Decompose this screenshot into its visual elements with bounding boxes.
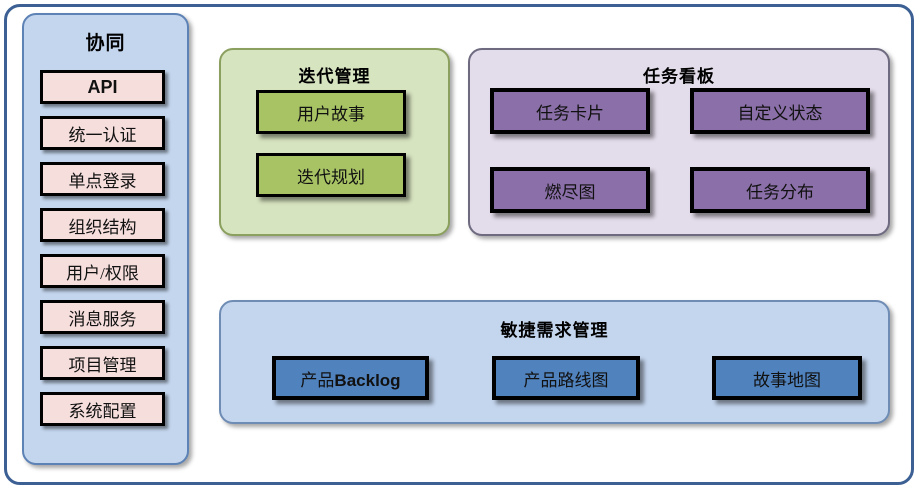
taskboard-item-burndown-chart[interactable]: 燃尽图 <box>490 167 650 213</box>
taskboard-item-task-distribution[interactable]: 任务分布 <box>690 167 870 213</box>
sidebar-item-unified-auth[interactable]: 统一认证 <box>40 116 165 150</box>
group-panel-agile-requirement[interactable]: 敏捷需求管理 产品Backlog 产品路线图 故事地图 <box>219 300 890 424</box>
group-title-agile-requirement: 敏捷需求管理 <box>500 321 609 340</box>
sidebar-item-api[interactable]: API <box>40 70 165 104</box>
sidebar-item-message-service[interactable]: 消息服务 <box>40 300 165 334</box>
group-panel-iteration[interactable]: 迭代管理 用户故事 迭代规划 <box>219 48 450 236</box>
group-title-iteration: 迭代管理 <box>298 67 371 86</box>
sidebar-item-org-structure[interactable]: 组织结构 <box>40 208 165 242</box>
iteration-item-iteration-plan[interactable]: 迭代规划 <box>256 153 406 197</box>
group-title-collaboration: 协同 <box>85 33 126 54</box>
agile-item-story-map[interactable]: 故事地图 <box>712 356 862 400</box>
agile-item-product-roadmap[interactable]: 产品路线图 <box>492 356 640 400</box>
sidebar-item-project-management[interactable]: 项目管理 <box>40 346 165 380</box>
sidebar-item-system-config[interactable]: 系统配置 <box>40 392 165 426</box>
iteration-item-user-story[interactable]: 用户故事 <box>256 90 406 134</box>
agile-item-product-backlog[interactable]: 产品Backlog <box>272 356 429 400</box>
sidebar-item-sso[interactable]: 单点登录 <box>40 162 165 196</box>
group-title-taskboard: 任务看板 <box>643 67 715 86</box>
group-panel-collaboration[interactable]: 协同 API 统一认证 单点登录 组织结构 用户/权限 消息服务 项目管理 系统… <box>22 13 189 465</box>
taskboard-item-task-card[interactable]: 任务卡片 <box>490 88 650 134</box>
taskboard-item-custom-status[interactable]: 自定义状态 <box>690 88 870 134</box>
agile-item-product-backlog-label: 产品Backlog <box>300 370 401 390</box>
sidebar-item-user-permission[interactable]: 用户/权限 <box>40 254 165 288</box>
group-panel-taskboard[interactable]: 任务看板 任务卡片 自定义状态 燃尽图 任务分布 <box>468 48 890 236</box>
outer-frame <box>4 4 914 485</box>
